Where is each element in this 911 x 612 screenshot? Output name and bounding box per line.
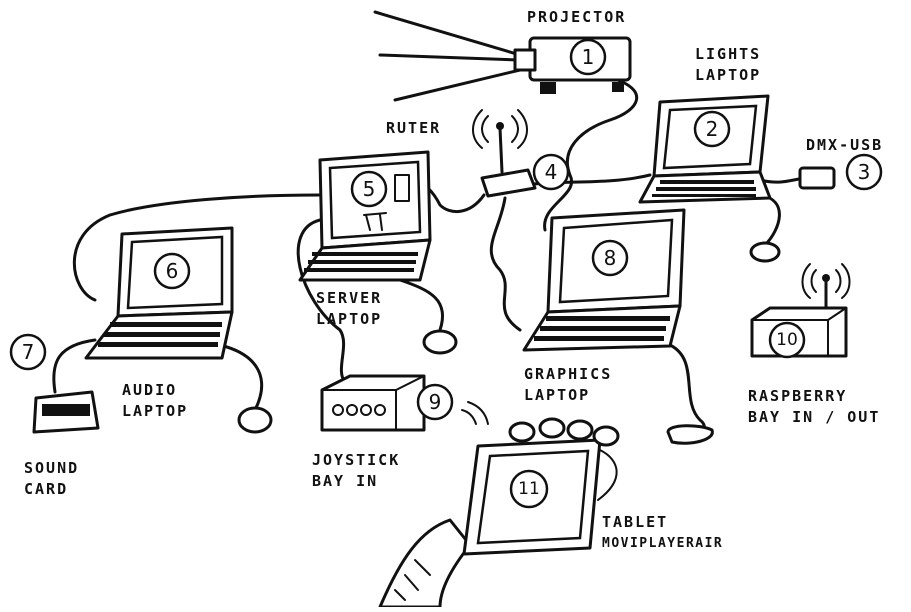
marker-8: 8: [591, 239, 629, 277]
sound-card-label-line2: CARD: [24, 480, 69, 498]
cable-graphics-mouse: [668, 343, 706, 436]
marker-10-text: 10: [776, 330, 798, 350]
server-mouse: [422, 329, 458, 355]
audio-laptop-label-line1: AUDIO: [122, 381, 178, 399]
marker-2: 2: [693, 110, 731, 148]
cable-router-graphics: [489, 196, 522, 332]
audio-laptop: [84, 226, 234, 360]
projector-label-text: PROJECTOR: [527, 8, 627, 26]
joystick-label-line1: JOYSTICK: [312, 451, 401, 469]
audio-mouse: [237, 406, 273, 434]
projector: [373, 10, 632, 102]
tablet-label: TABLET MOVIPLAYERAIR: [602, 512, 723, 554]
ruter-label: RUTER: [386, 118, 441, 139]
joystick-label: JOYSTICK BAY IN: [312, 450, 400, 492]
lights-mouse: [749, 241, 781, 263]
joystick-device: [320, 374, 489, 432]
marker-1: 1: [569, 38, 607, 76]
audio-laptop-label-line2: LAPTOP: [122, 402, 189, 420]
marker-7: 7: [9, 333, 47, 371]
server-laptop-label-line2: LAPTOP: [316, 310, 383, 328]
marker-10: 10: [768, 321, 806, 359]
marker-3: 3: [845, 153, 883, 191]
tablet-label-line2: MOVIPLAYERAIR: [602, 536, 724, 551]
cable-server-joystick: [296, 218, 347, 384]
marker-4-text: 4: [545, 160, 558, 184]
marker-1-text: 1: [582, 45, 595, 69]
graphics-laptop-label-line2: LAPTOP: [524, 386, 591, 404]
number-markers: 1 2 3 4 5 6 7 8: [9, 38, 883, 509]
marker-9: 9: [416, 383, 454, 421]
server-laptop-label: SERVER LAPTOP: [316, 288, 382, 330]
joystick-label-line2: BAY IN: [312, 472, 379, 490]
dmx-usb-label-text: DMX-USB: [806, 136, 884, 154]
marker-6: 6: [153, 252, 191, 290]
raspberry-label-line1: RASPBERRY: [748, 387, 848, 405]
marker-8-text: 8: [604, 246, 617, 270]
sound-card-label: SOUND CARD: [24, 458, 79, 500]
graphics-laptop: [522, 208, 686, 352]
marker-11: 11: [509, 469, 549, 509]
marker-11-text: 11: [518, 479, 540, 499]
router: [472, 109, 537, 198]
tablet-label-line1: TABLET: [602, 513, 669, 531]
audio-laptop-label: AUDIO LAPTOP: [122, 380, 188, 422]
marker-2-text: 2: [706, 117, 719, 141]
cable-dmx: [758, 176, 807, 184]
marker-4: 4: [532, 153, 570, 191]
projector-label: PROJECTOR: [527, 7, 626, 28]
marker-6-text: 6: [166, 259, 179, 283]
sound-card-device: [32, 390, 100, 434]
lights-laptop-label-line2: LAPTOP: [695, 66, 762, 84]
marker-7-text: 7: [22, 340, 35, 364]
tablet-device: [378, 417, 620, 609]
cable-audio-soundcard: [52, 338, 97, 394]
ruter-label-text: RUTER: [386, 119, 442, 137]
lights-laptop-label-line1: LIGHTS: [695, 45, 762, 63]
graphics-mouse: [666, 424, 714, 445]
lights-laptop-label: LIGHTS LAPTOP: [695, 44, 761, 86]
sound-card-label-line1: SOUND: [24, 459, 80, 477]
projector-beam: [373, 10, 522, 102]
cable-router-server: [426, 186, 486, 214]
cable-server-mouse: [398, 278, 445, 332]
cable-lights-mouse: [758, 193, 781, 247]
lights-laptop: [638, 94, 772, 204]
raspberry-label-line2: BAY IN / OUT: [748, 408, 881, 426]
cable-projector: [543, 76, 638, 232]
server-laptop-label-line1: SERVER: [316, 289, 383, 307]
raspberry-label: RASPBERRY BAY IN / OUT: [748, 386, 880, 428]
marker-9-text: 9: [429, 390, 442, 414]
marker-3-text: 3: [858, 160, 871, 184]
cable-audio-mouse: [218, 343, 264, 412]
dmx-usb-device: [798, 166, 836, 190]
graphics-laptop-label-line1: GRAPHICS: [524, 365, 613, 383]
marker-5: 5: [350, 170, 388, 208]
cable-server-audio: [72, 193, 322, 302]
dmx-usb-label: DMX-USB: [806, 135, 883, 156]
marker-5-text: 5: [363, 177, 376, 201]
graphics-laptop-label: GRAPHICS LAPTOP: [524, 364, 612, 406]
